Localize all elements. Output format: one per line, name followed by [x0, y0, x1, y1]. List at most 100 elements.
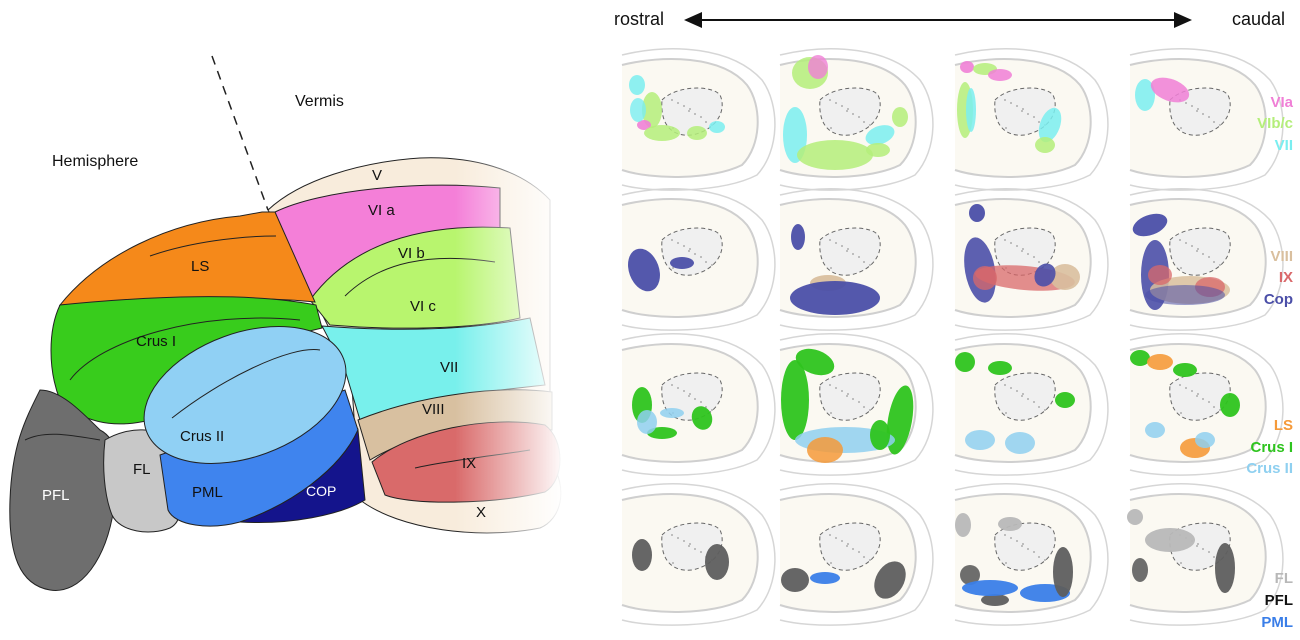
nucleus-dot	[841, 390, 843, 392]
nucleus-dot	[846, 545, 848, 547]
nucleus-dot	[1213, 556, 1215, 558]
nucleus-region	[819, 522, 881, 571]
lobule-LS-region	[58, 211, 316, 306]
nucleus-dot	[700, 256, 702, 258]
section-c1-r3	[621, 333, 776, 476]
nucleus-dot	[705, 121, 707, 123]
nucleus-dot	[694, 253, 696, 255]
nucleus-dot	[847, 393, 849, 395]
legend-VIbc: VIb/c	[1257, 115, 1293, 132]
labeled-region-blob	[1038, 107, 1062, 143]
nucleus-dot	[1196, 395, 1198, 397]
nucleus-dot	[1185, 242, 1187, 244]
labeled-region-blob	[660, 408, 684, 418]
labeled-region-blob	[791, 224, 805, 250]
nucleus-dot	[835, 102, 837, 104]
section-outer-contour	[779, 188, 934, 331]
nucleus-dot	[1022, 393, 1024, 395]
legend-IX: IX	[1279, 269, 1293, 286]
legend-PML: PML	[1261, 614, 1293, 631]
nucleus-dot	[835, 537, 837, 539]
nucleus-dot	[1033, 551, 1035, 553]
labeled-region-blob	[810, 572, 840, 584]
nucleus-dot	[677, 537, 679, 539]
nucleus-dot	[694, 548, 696, 550]
labeled-region-blob	[966, 88, 976, 132]
labeled-region-blob	[642, 92, 662, 128]
nucleus-dot	[852, 548, 854, 550]
section-grid	[621, 48, 1284, 626]
section-c2-r2	[779, 188, 934, 331]
lobule-CrusI-fold	[69, 317, 301, 381]
nucleus-dot	[835, 387, 837, 389]
nucleus-dot	[1033, 256, 1035, 258]
nucleus-dot	[852, 398, 854, 400]
nucleus-dot	[705, 261, 707, 263]
nucleus-dot	[688, 395, 690, 397]
nucleus-dot	[1219, 264, 1221, 266]
labeled-region-blob	[691, 406, 713, 430]
labeled-region-blob	[973, 266, 997, 290]
nucleus-dot	[1208, 116, 1210, 118]
label-VIII: VIII	[422, 401, 445, 418]
labeled-region-blob	[1145, 528, 1195, 552]
nucleus-dot	[1016, 540, 1018, 542]
labeled-region-blob	[998, 517, 1022, 531]
labeled-region-blob	[892, 107, 908, 127]
nucleus-dot	[1191, 105, 1193, 107]
legend-FL: FL	[1275, 570, 1293, 587]
nucleus-dot	[1016, 245, 1018, 247]
nucleus-dot	[858, 401, 860, 403]
labeled-region-blob	[637, 410, 657, 434]
section-c2-r4	[779, 483, 934, 626]
labeled-region-blob	[1173, 363, 1197, 377]
nucleus-dot	[711, 409, 713, 411]
nucleus-dot	[829, 384, 831, 386]
legend-group-3: LS Crus I Crus II	[1246, 417, 1293, 477]
nucleus-dot	[1021, 395, 1023, 397]
nucleus-dot	[869, 559, 871, 561]
section-outer-contour	[621, 188, 776, 331]
labeled-region-blob	[960, 61, 974, 73]
labeled-region-blob	[705, 544, 729, 580]
nucleus-dot	[852, 253, 854, 255]
nucleus-dot	[671, 534, 673, 536]
nucleus-dot	[688, 250, 690, 252]
section-c3-r1	[954, 48, 1109, 191]
nucleus-dot	[829, 99, 831, 101]
section-outer-contour	[1129, 483, 1284, 626]
nucleus-dot	[1208, 256, 1210, 258]
section-c3-r3	[954, 333, 1109, 476]
nucleus-dot	[858, 551, 860, 553]
nucleus-dot	[688, 110, 690, 112]
nucleus-dot	[863, 261, 865, 263]
labeled-region-blob	[781, 568, 809, 592]
nucleus-dot	[1202, 253, 1204, 255]
nucleus-dot	[847, 543, 849, 545]
nucleus-dot	[835, 242, 837, 244]
legend-group-4: FL PFL PML	[1261, 570, 1293, 631]
nucleus-dot	[1033, 116, 1035, 118]
nucleus-dot	[677, 242, 679, 244]
nucleus-dot	[711, 264, 713, 266]
nucleus-dot	[1191, 390, 1193, 392]
nucleus-region	[819, 372, 881, 421]
labeled-region-blob	[969, 204, 985, 222]
section-outer-contour	[779, 483, 934, 626]
nucleus-dot	[869, 409, 871, 411]
labeled-region-blob	[1147, 354, 1173, 370]
legend-LS: LS	[1274, 417, 1293, 434]
nucleus-dot	[1180, 412, 1182, 414]
nucleus-dot	[1016, 105, 1018, 107]
lobule-COP-region	[239, 428, 366, 523]
nucleus-dot	[1180, 267, 1182, 269]
nucleus-dot	[683, 245, 685, 247]
legend-Cop: Cop	[1264, 291, 1293, 308]
nucleus-dot	[689, 108, 691, 110]
section-c1-r2	[621, 188, 776, 331]
nucleus-dot	[683, 105, 685, 107]
section-c3-r4	[954, 483, 1109, 626]
labeled-region-blob	[1220, 393, 1240, 417]
nucleus-dot	[1010, 387, 1012, 389]
